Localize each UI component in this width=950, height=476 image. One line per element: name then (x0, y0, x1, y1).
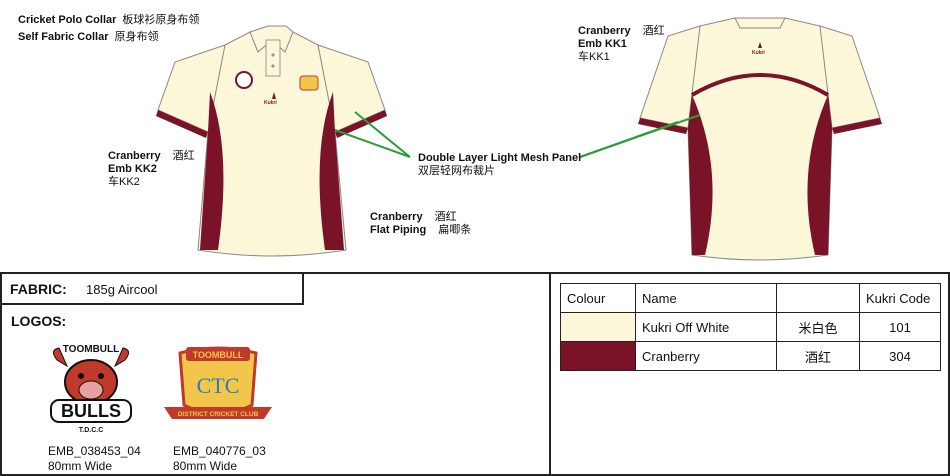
back-kukri-text: Kukri (752, 50, 765, 56)
front-collar (249, 25, 294, 53)
back-collar (734, 17, 786, 29)
back-shirt (638, 17, 882, 261)
col-header-code: Kukri Code (859, 283, 941, 313)
colour-table: Colour Name Kukri Code Kukri Off White 米… (560, 283, 941, 371)
ctc-logo-main-text: CTC (197, 373, 240, 398)
colour-cn-name: 米白色 (776, 312, 860, 342)
colour-swatch (560, 341, 636, 371)
colour-name: Cranberry (635, 341, 777, 371)
bulls-logo-main-text: BULLS (61, 401, 121, 421)
fabric-label: FABRIC: (10, 281, 67, 297)
col-header-name: Name (635, 283, 777, 313)
fabric-box: FABRIC: 185g Aircool (0, 272, 304, 305)
bulls-logo-sub-text: T.D.C.C (79, 427, 104, 434)
col-header-colour: Colour (560, 283, 636, 313)
bulls-logo: TOOMBULL BULLS T.D.C.C (50, 344, 132, 434)
colour-name: Kukri Off White (635, 312, 777, 342)
colour-table-header: Colour Name Kukri Code (560, 283, 941, 313)
back-kukri-mark (758, 42, 762, 48)
front-right-panel (319, 92, 344, 250)
back-left-panel (688, 95, 713, 255)
bulls-logo-top-text: TOOMBULL (63, 344, 119, 355)
back-right-panel (807, 95, 832, 255)
colour-code: 304 (859, 341, 941, 371)
ctc-logo-sub-text: DISTRICT CRICKET CLUB (178, 411, 259, 418)
col-header-cn (776, 283, 860, 313)
front-bulls-mini-logo (235, 71, 253, 89)
ctc-logo: TOOMBULL CTC DISTRICT CRICKET CLUB (164, 346, 272, 419)
front-shirt (156, 25, 387, 257)
logo-1-caption: EMB_038453_04 80mm Wide (48, 444, 141, 473)
bottom-panel (0, 272, 950, 476)
logo-2-caption: EMB_040776_03 80mm Wide (173, 444, 266, 473)
table-row: Kukri Off White 米白色 101 (560, 312, 941, 342)
table-row: Cranberry 酒红 304 (560, 341, 941, 371)
front-ctc-mini-logo (299, 75, 319, 91)
front-kukri-mark (272, 92, 276, 99)
shirt-illustration (156, 17, 882, 261)
fabric-value: 185g Aircool (86, 282, 158, 297)
front-left-panel (200, 92, 224, 250)
colour-swatch (560, 312, 636, 342)
colour-cn-name: 酒红 (776, 341, 860, 371)
bottom-divider (549, 272, 551, 476)
mesh-panel-label: Double Layer Light Mesh Panel 双层轻网布裁片 (418, 152, 582, 177)
mesh-callout-line-2 (354, 111, 411, 158)
front-kukri-text: Kukri (264, 100, 277, 106)
mesh-callout-line-1 (334, 129, 411, 158)
logos-heading: LOGOS: (11, 313, 67, 329)
colour-code: 101 (859, 312, 941, 342)
mesh-callout-line-4 (579, 114, 701, 158)
back-body (687, 17, 833, 261)
ctc-logo-top-text: TOOMBULL (193, 350, 244, 360)
back-yoke-curve (690, 73, 830, 97)
